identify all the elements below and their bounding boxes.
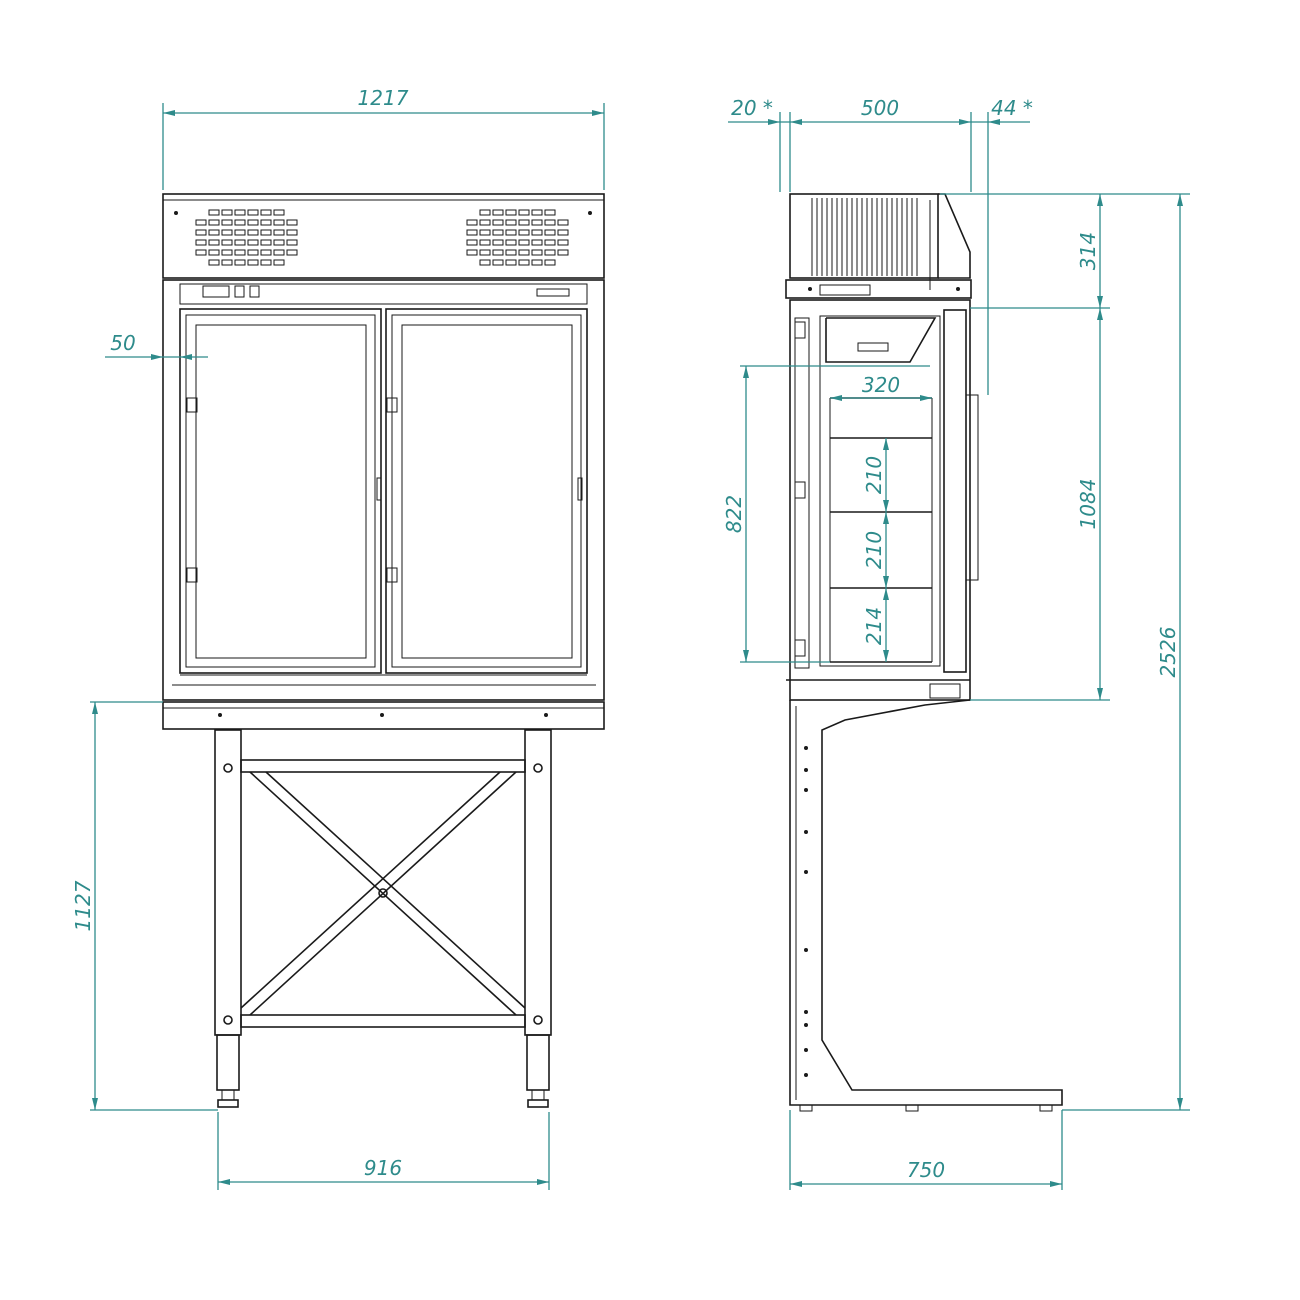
- stand-holes: [804, 746, 808, 1077]
- hinge: [186, 397, 198, 413]
- hinge: [386, 397, 398, 413]
- cabinet-side: [789, 299, 971, 701]
- controller: [857, 342, 889, 352]
- dim-inner-height: 822: [722, 495, 746, 533]
- dim-cabinet-height: 1084: [1076, 479, 1100, 530]
- dim-stand-height: 1127: [71, 880, 95, 931]
- dim-base-depth: 750: [907, 1158, 945, 1182]
- vent-grille-right: [466, 209, 569, 266]
- hinge: [186, 567, 198, 583]
- display-panel: [202, 285, 230, 298]
- dim-back-gap: 20 *: [731, 96, 773, 120]
- dim-total-height: 2526: [1156, 627, 1180, 678]
- brand-plate: [536, 288, 570, 297]
- condenser-unit: [789, 193, 939, 279]
- dim-depth: 500: [861, 96, 899, 120]
- condenser-coil: [811, 198, 918, 276]
- dim-top-unit-height: 314: [1076, 232, 1100, 270]
- dim-shelf-spacing-2: 210: [862, 531, 886, 569]
- door-handle: [376, 477, 382, 501]
- stand-front: [214, 729, 552, 1108]
- stand-side: [789, 699, 1063, 1106]
- front-view: [162, 193, 605, 1108]
- dim-door-offset: 50: [110, 331, 135, 355]
- door-profile: [943, 309, 967, 673]
- top-unit-front: [162, 193, 605, 279]
- door-right: [385, 308, 588, 674]
- dim-foot-span: 916: [364, 1156, 402, 1180]
- door-handle: [577, 477, 583, 501]
- side-view: [785, 193, 1063, 1112]
- hinge: [386, 567, 398, 583]
- dim-front-gap: 44 *: [991, 96, 1033, 120]
- dim-overall-width: 1217: [358, 86, 409, 110]
- base-plate: [162, 701, 605, 730]
- cabinet-body: [162, 279, 605, 701]
- dim-shelf-spacing-3: 214: [862, 607, 886, 645]
- side-handle: [965, 394, 979, 581]
- door-left: [179, 308, 382, 674]
- dim-shelf-depth: 320: [862, 373, 900, 397]
- dimensions: 1217 50 1127 916 20 * 500 44 *: [71, 86, 1190, 1190]
- vent-grille-left: [195, 209, 298, 266]
- dim-shelf-spacing-1: 210: [862, 456, 886, 494]
